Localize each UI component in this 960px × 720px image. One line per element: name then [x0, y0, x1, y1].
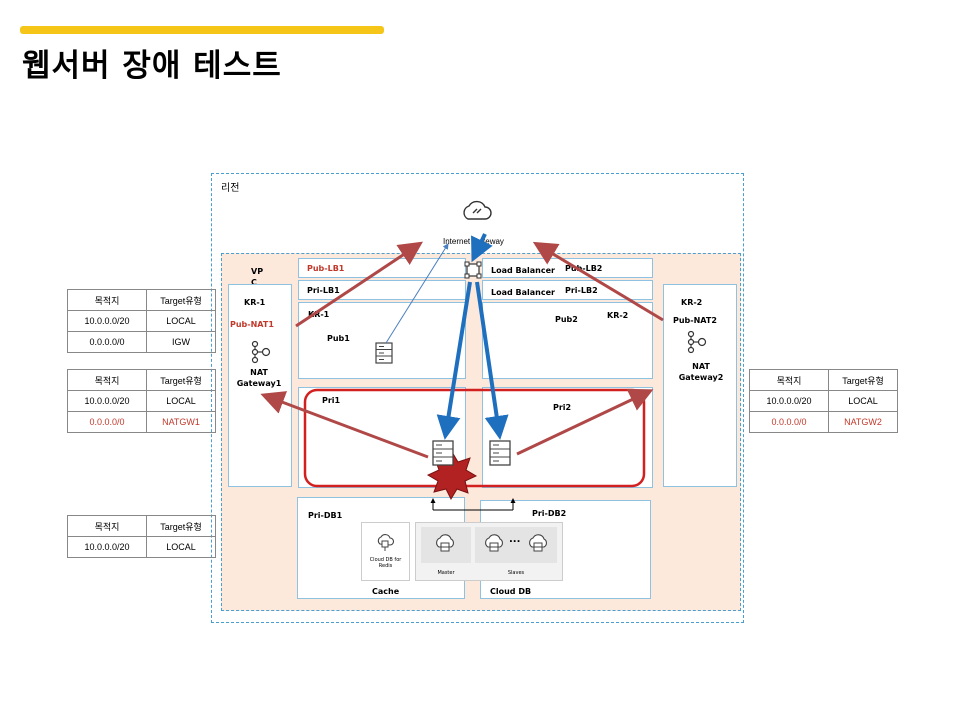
cloud-db-label: Cloud DB: [490, 587, 532, 596]
pub-lb1-label: Pub-LB1: [307, 264, 345, 273]
pri1-label: Pri1: [322, 396, 341, 405]
redis-label: Cloud DB for Redis: [369, 557, 402, 569]
vpc-label: VP C: [251, 267, 264, 287]
subnet-pub1: [298, 302, 466, 379]
nat-gateway-icon: [251, 340, 271, 364]
title-accent-bar: [20, 26, 384, 34]
cloud-db-redis-icon: [377, 534, 395, 551]
rt-cell: LOCAL: [828, 390, 898, 412]
kr1-left-label: KR-1: [244, 298, 266, 307]
subnet-pub-lb2: [482, 258, 653, 278]
rt-header-dest: 목적지: [67, 289, 147, 311]
kr2-right-label: KR-2: [681, 298, 703, 307]
rt-cell: 10.0.0.0/20: [67, 536, 147, 558]
master-label: Master: [437, 570, 455, 576]
lb-text-2: Load Balancer: [491, 288, 555, 297]
rt-cell: 0.0.0.0/0: [67, 411, 147, 433]
pri-lb1-label: Pri-LB1: [307, 286, 340, 295]
page-title: 웹서버 장애 테스트: [22, 48, 282, 84]
rt-cell: IGW: [146, 331, 216, 353]
pub2-label: Pub2: [555, 315, 578, 324]
rt-cell: NATGW1: [146, 411, 216, 433]
rt-cell: 10.0.0.0/20: [67, 390, 147, 412]
pri2-label: Pri2: [553, 403, 572, 412]
load-balancer-icon: [464, 261, 482, 279]
rt-cell: 0.0.0.0/0: [749, 411, 829, 433]
subnet-pri-lb2: [482, 280, 653, 300]
web-server2-icon: [489, 440, 511, 466]
rt-cell: 10.0.0.0/20: [67, 310, 147, 332]
rt-cell: LOCAL: [146, 390, 216, 412]
rt-header-target: Target유형: [828, 369, 898, 391]
slaves-ellipsis: ...: [509, 534, 521, 545]
server-icon: [375, 342, 393, 364]
slaves-label: Slaves: [507, 570, 525, 576]
rt-cell: LOCAL: [146, 536, 216, 558]
rt-cell: LOCAL: [146, 310, 216, 332]
rt-cell: 10.0.0.0/20: [749, 390, 829, 412]
subnet-pub-nat1: [228, 284, 292, 487]
kr1-inner-label: KR-1: [308, 310, 330, 319]
failure-highlight-box: [303, 388, 646, 488]
rt-header-target: Target유형: [146, 515, 216, 537]
cloud-db-slave-icon: [485, 534, 503, 552]
pub-nat1-label: Pub-NAT1: [230, 320, 274, 329]
rt-header-target: Target유형: [146, 369, 216, 391]
rt-cell: NATGW2: [828, 411, 898, 433]
region-label: 리전: [221, 183, 240, 194]
cloud-db-slave-icon: [529, 534, 547, 552]
pub-lb2-label: Pub-LB2: [565, 264, 603, 273]
nat-gateway2-label: NAT Gateway2: [678, 362, 724, 382]
rt-header-dest: 목적지: [67, 369, 147, 391]
pri-lb2-label: Pri-LB2: [565, 286, 598, 295]
web-server1-icon: [432, 440, 454, 466]
rt-header-dest: 목적지: [749, 369, 829, 391]
nat-gateway-icon: [687, 330, 707, 354]
redis-box: [361, 522, 410, 581]
subnet-pub-nat2: [663, 284, 737, 487]
internet-gateway-icon: [463, 200, 492, 220]
rt-header-dest: 목적지: [67, 515, 147, 537]
pri-db2-label: Pri-DB2: [532, 509, 567, 518]
pub-nat2-label: Pub-NAT2: [673, 316, 717, 325]
rt-header-target: Target유형: [146, 289, 216, 311]
nat-gateway1-label: NAT Gateway1: [236, 368, 282, 388]
cloud-db-master-icon: [436, 534, 454, 552]
pri-db1-label: Pri-DB1: [308, 511, 343, 520]
pub1-label: Pub1: [327, 334, 350, 343]
kr2-inner-label: KR-2: [607, 311, 629, 320]
lb-text-1: Load Balancer: [491, 266, 555, 275]
rt-cell: 0.0.0.0/0: [67, 331, 147, 353]
cache-label: Cache: [372, 587, 400, 596]
subnet-pub2: [482, 302, 653, 379]
